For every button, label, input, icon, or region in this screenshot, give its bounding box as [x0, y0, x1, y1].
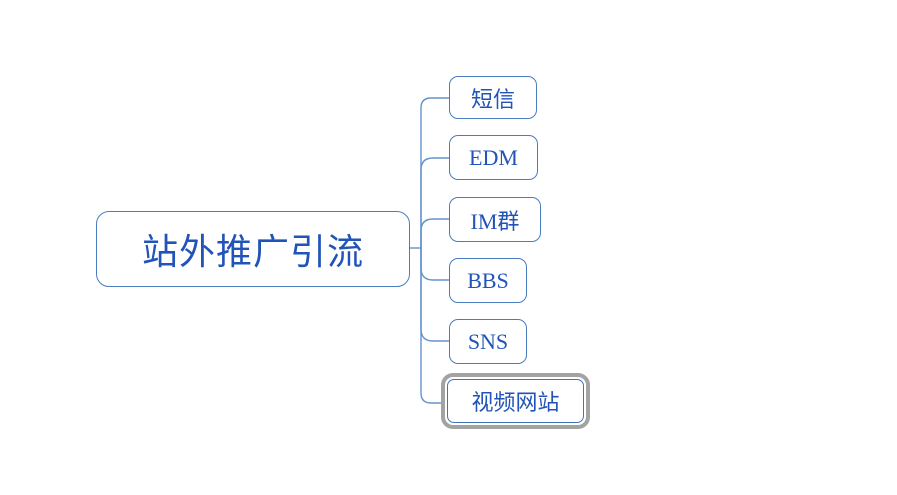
child-node-sns[interactable]: SNS	[449, 319, 527, 364]
connector-branch-video	[420, 248, 442, 404]
child-node-sns-label: SNS	[467, 328, 509, 354]
root-node[interactable]: 站外推广引流	[96, 211, 410, 287]
child-node-im-group[interactable]: IM群	[449, 197, 541, 242]
child-node-video-sites[interactable]: 视频网站	[447, 379, 584, 423]
child-node-sms-label: 短信	[470, 86, 515, 112]
connector-branch-sns	[420, 248, 449, 342]
child-node-video-sites-label: 视频网站	[471, 390, 560, 415]
child-node-bbs[interactable]: BBS	[449, 258, 527, 303]
child-node-bbs-label: BBS	[467, 267, 509, 293]
child-node-edm[interactable]: EDM	[449, 135, 538, 180]
connector-branch-sms	[420, 97, 449, 248]
selection-ring: 视频网站	[441, 373, 590, 429]
child-node-sms[interactable]: 短信	[449, 76, 537, 119]
child-node-edm-label: EDM	[469, 144, 518, 170]
root-node-label: 站外推广引流	[141, 232, 364, 272]
connector-branch-im	[420, 218, 449, 248]
connector-branch-bbs	[420, 248, 449, 281]
child-node-im-group-label: IM群	[470, 208, 520, 234]
connector-branch-edm	[420, 157, 449, 248]
